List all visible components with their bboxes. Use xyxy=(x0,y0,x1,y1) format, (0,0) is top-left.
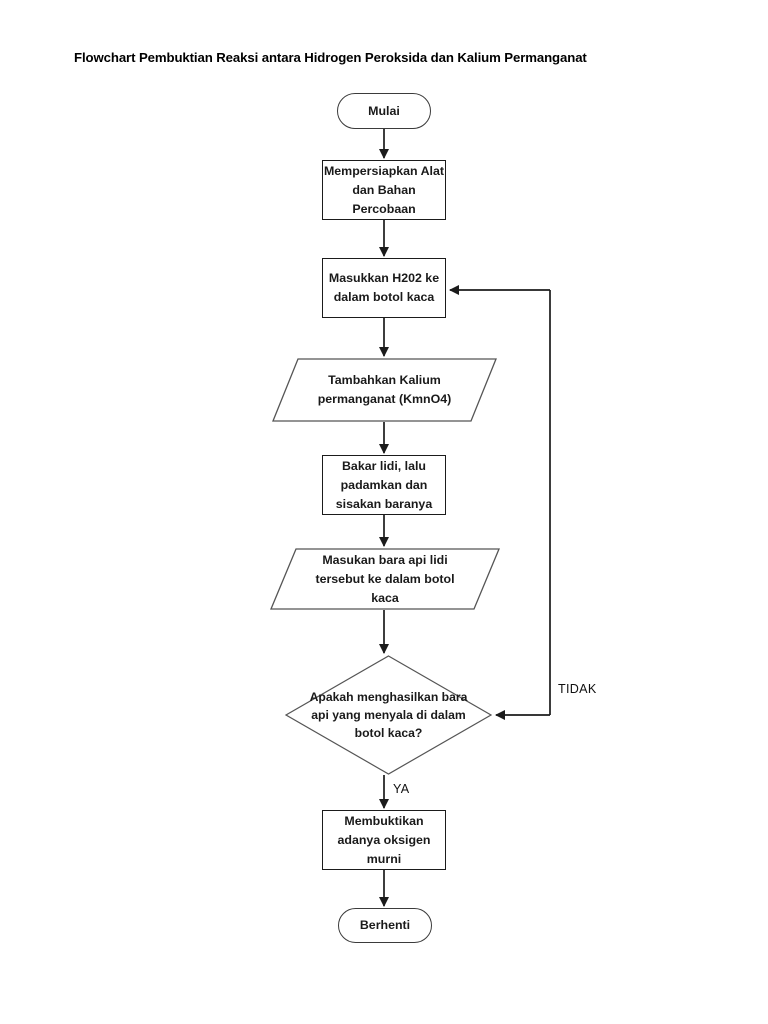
parallelogram-shape xyxy=(270,548,500,610)
node-label: Tambahkan Kalium permanganat (KmnO4) xyxy=(317,373,452,406)
node-prepare-tools[interactable]: Mempersiapkan Alat dan Bahan Percobaan xyxy=(322,160,446,220)
node-burn-stick[interactable]: Bakar lidi, lalu padamkan dan sisakan ba… xyxy=(322,455,446,515)
node-add-h2o2[interactable]: Masukkan H202 ke dalam botol kaca xyxy=(322,258,446,318)
node-label: Bakar lidi, lalu padamkan dan sisakan ba… xyxy=(335,458,433,511)
parallelogram-shape xyxy=(272,358,497,422)
node-label: Masukan bara api lidi tersebut ke dalam … xyxy=(315,552,455,605)
node-label: Mulai xyxy=(368,103,400,118)
node-insert-ember[interactable]: Masukan bara api lidi tersebut ke dalam … xyxy=(270,548,500,610)
edge-label-ya: YA xyxy=(393,782,410,796)
node-add-kmno4[interactable]: Tambahkan Kalium permanganat (KmnO4) xyxy=(272,358,497,422)
page-title: Flowchart Pembuktian Reaksi antara Hidro… xyxy=(74,50,587,65)
node-prove-oxygen[interactable]: Membuktikan adanya oksigen murni xyxy=(322,810,446,870)
node-label: Masukkan H202 ke dalam botol kaca xyxy=(328,271,440,304)
node-label: Berhenti xyxy=(359,918,411,932)
node-start-mulai[interactable]: Mulai xyxy=(337,93,431,129)
edge-label-tidak: TIDAK xyxy=(558,682,597,696)
node-label: Mempersiapkan Alat dan Bahan Percobaan xyxy=(323,163,445,216)
diamond-shape xyxy=(285,655,492,775)
node-label: Membuktikan adanya oksigen murni xyxy=(337,813,431,866)
node-label: Apakah menghasilkan bara api yang menyal… xyxy=(309,690,468,740)
node-decision-flame[interactable]: Apakah menghasilkan bara api yang menyal… xyxy=(285,655,492,775)
node-stop-berhenti[interactable]: Berhenti xyxy=(338,908,432,943)
